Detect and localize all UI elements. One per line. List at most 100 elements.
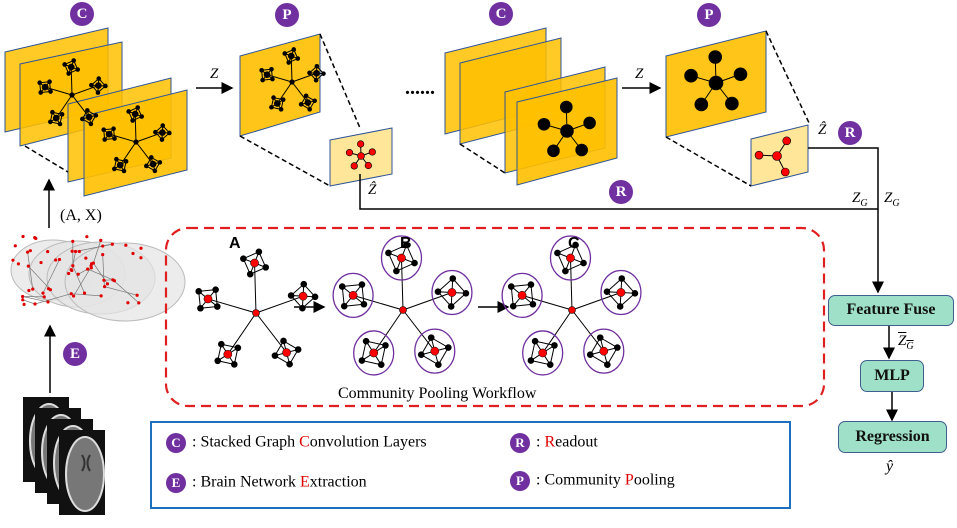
node	[618, 275, 626, 282]
mri-brain	[65, 436, 105, 512]
node	[271, 95, 276, 100]
community-center-node	[298, 291, 308, 301]
edge	[571, 292, 622, 311]
graph-network	[684, 50, 748, 112]
node	[88, 121, 94, 127]
community-circle	[414, 328, 456, 374]
node	[586, 351, 594, 359]
community-center-node	[223, 349, 233, 359]
legend-item-conv: C: Stacked Graph Convolution Layers	[166, 433, 427, 453]
legend-text: xtraction	[309, 473, 367, 491]
hub-node	[399, 306, 407, 314]
edge	[254, 263, 257, 314]
feature-fuse-box: Feature Fuse	[828, 295, 954, 326]
node	[62, 62, 67, 67]
brain-edge	[22, 299, 36, 305]
edge	[119, 141, 137, 166]
z-label: Z	[210, 66, 219, 82]
node	[295, 56, 301, 61]
legend-highlight: C	[299, 433, 310, 451]
brain-slice	[64, 242, 186, 322]
community-center-node	[159, 129, 166, 136]
node	[218, 340, 225, 348]
legend-text: onvolution Layers	[309, 433, 427, 451]
brain-node	[21, 234, 25, 239]
node	[684, 68, 698, 83]
node	[50, 109, 55, 115]
hub-node	[357, 152, 365, 160]
node	[139, 114, 145, 119]
node	[197, 304, 204, 312]
brain-node	[41, 291, 45, 295]
node	[360, 300, 368, 308]
node	[559, 100, 573, 114]
node	[157, 160, 163, 165]
readout-badge: R	[510, 433, 530, 453]
brain-node	[76, 272, 80, 276]
community-center-node	[616, 288, 626, 297]
brain-node	[71, 294, 76, 298]
node	[111, 126, 116, 132]
workflow-frame	[164, 226, 826, 408]
brain-node	[16, 262, 21, 266]
brain-node	[102, 285, 107, 289]
node	[37, 80, 43, 86]
brain-node	[105, 282, 110, 286]
brain-node	[137, 301, 141, 305]
brain-edge	[34, 293, 72, 305]
brain-node	[13, 244, 17, 248]
dashed-edge	[24, 145, 69, 173]
brain-node	[33, 236, 37, 240]
node	[286, 360, 293, 368]
brain-node	[21, 294, 25, 299]
brain-edge	[42, 259, 60, 294]
node	[152, 168, 158, 174]
node	[733, 67, 748, 82]
node	[280, 97, 286, 102]
node	[149, 155, 154, 160]
brain-edge	[104, 286, 138, 296]
community-circle	[522, 330, 564, 376]
brain-node	[126, 301, 130, 305]
zg-label-left: ZG	[852, 190, 868, 209]
node	[271, 352, 279, 359]
community-center-node	[52, 114, 60, 122]
community-circle	[600, 269, 642, 316]
z-label: Z	[635, 66, 644, 82]
node	[449, 275, 457, 282]
edge	[542, 309, 573, 354]
node	[270, 76, 275, 82]
node	[708, 50, 723, 64]
node	[462, 289, 470, 297]
brain-node	[111, 278, 115, 282]
brain-node	[89, 266, 93, 270]
y-hat-label: ŷ	[886, 458, 894, 475]
node	[259, 67, 264, 73]
z-hat-label: Ẑ	[368, 182, 377, 198]
node	[435, 361, 442, 368]
brain-node	[99, 238, 103, 242]
edge	[55, 94, 73, 119]
pool-badge: P	[275, 3, 299, 27]
node	[393, 267, 400, 275]
node	[57, 121, 63, 127]
edge	[135, 141, 154, 165]
node	[286, 60, 292, 65]
community-center-node	[116, 161, 124, 169]
node	[159, 137, 165, 142]
legend-text: : Community	[536, 471, 625, 489]
brain-node	[124, 243, 128, 247]
brain-node	[71, 264, 75, 268]
node	[529, 300, 537, 308]
node	[160, 123, 166, 128]
node	[447, 303, 455, 310]
edge	[255, 295, 304, 314]
stage-label-b: B	[400, 235, 412, 252]
community-center-node	[304, 99, 312, 106]
edge	[71, 85, 99, 96]
edge	[108, 133, 137, 143]
community-center-node	[131, 110, 139, 118]
node	[547, 144, 560, 158]
readout-badge: R	[838, 121, 862, 145]
brain-node	[46, 287, 51, 291]
